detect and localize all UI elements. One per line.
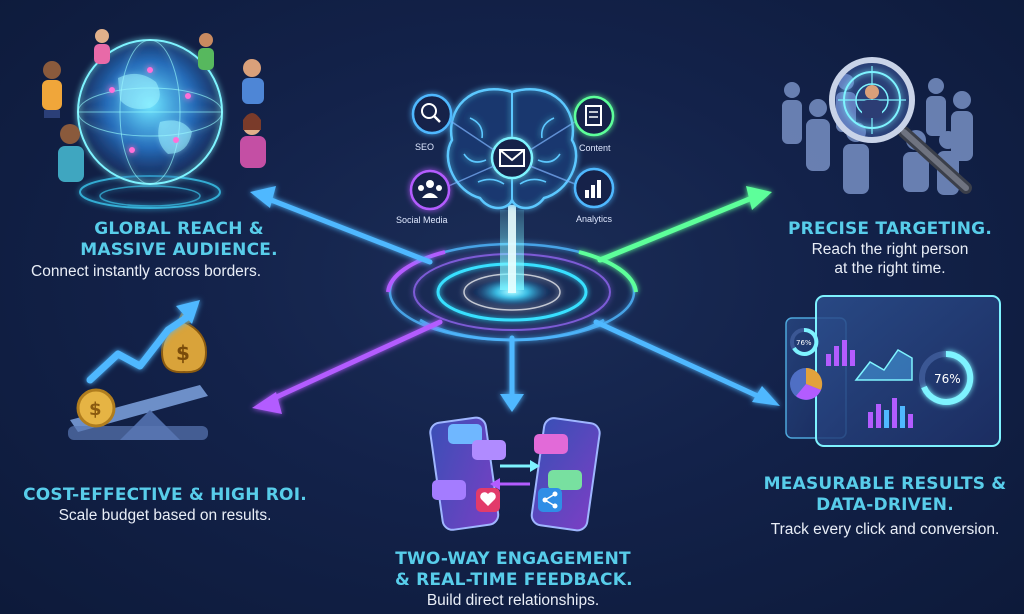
money-bag-icon: $ <box>160 313 208 374</box>
global-reach-title-line2: MASSIVE AUDIENCE. <box>80 240 278 260</box>
arrows <box>250 186 780 414</box>
growth-arrow <box>86 300 200 384</box>
mail-icon <box>490 136 534 180</box>
person <box>42 61 62 118</box>
document-icon <box>585 105 602 126</box>
hub-connectors <box>443 117 581 189</box>
targeting-desc-line2: at the right time. <box>834 260 946 277</box>
measurable-title-line1: MEASURABLE RESULTS & <box>763 474 1007 494</box>
content-node <box>573 95 615 137</box>
svg-text:$: $ <box>89 399 102 420</box>
global-reach-block: GLOBAL REACH & MASSIVE AUDIENCE. <box>60 219 298 261</box>
analytics-node <box>573 167 615 209</box>
person <box>58 124 84 182</box>
seo-node <box>411 93 453 135</box>
analytics-label: Analytics <box>576 214 613 224</box>
people-icon <box>418 180 442 198</box>
cost-title: COST-EFFECTIVE & HIGH ROI. <box>23 485 307 505</box>
measurable-block: MEASURABLE RESULTS & DATA-DRIVEN. Track … <box>760 474 1010 539</box>
global-reach-desc: Connect instantly across borders. <box>31 263 262 280</box>
content-label: Content <box>579 143 611 153</box>
person <box>94 29 110 64</box>
measurable-title-line2: DATA-DRIVEN. <box>816 495 954 515</box>
seo-label: SEO <box>415 142 434 152</box>
people-around-globe <box>42 29 266 182</box>
person <box>242 59 264 104</box>
sync-arrows <box>490 460 540 490</box>
targeting-desc-line1: Reach the right person <box>811 241 969 258</box>
measurable-desc: Track every click and conversion. <box>770 521 1000 538</box>
engagement-title-line1: TWO-WAY ENGAGEMENT <box>395 549 631 569</box>
share-icon <box>538 488 562 512</box>
heart-icon <box>476 488 500 512</box>
person <box>240 113 266 168</box>
person <box>198 33 214 70</box>
bar-chart <box>826 340 855 366</box>
gauge-right-value: 76% <box>934 372 961 386</box>
targeting-block: PRECISE TARGETING. Reach the right perso… <box>780 219 1000 278</box>
social-media-label: Social Media <box>396 215 448 225</box>
gauge-left-value: 76% <box>796 339 812 347</box>
search-icon <box>421 103 441 123</box>
pie-chart <box>790 367 823 400</box>
globe-icon <box>77 39 223 209</box>
area-chart <box>854 349 913 381</box>
phones <box>429 416 601 532</box>
analytics-dashboard: 76% 76% <box>785 295 1001 447</box>
engagement-title-line2: & REAL-TIME FEEDBACK. <box>395 570 633 590</box>
coin-icon: $ <box>76 388 116 428</box>
cost-desc: Scale budget based on results. <box>58 507 272 524</box>
global-reach-title-line1: GLOBAL REACH & <box>94 219 264 239</box>
chat-bubbles <box>432 424 582 500</box>
dashboard-left-gauge: 76% <box>790 327 819 356</box>
dashboard-right-gauge: 76% <box>919 350 974 405</box>
bottom-bar-chart <box>868 398 913 428</box>
social-media-node <box>409 169 451 211</box>
engagement-block: TWO-WAY ENGAGEMENT & REAL-TIME FEEDBACK.… <box>395 549 633 610</box>
engagement-desc: Build direct relationships. <box>426 592 600 609</box>
crowd <box>782 74 973 195</box>
chart-icon <box>585 180 601 198</box>
targeting-title: PRECISE TARGETING. <box>788 219 992 239</box>
magnifier-icon <box>829 57 972 194</box>
cost-block: COST-EFFECTIVE & HIGH ROI. Scale budget … <box>20 485 310 525</box>
svg-text:$: $ <box>176 341 190 365</box>
